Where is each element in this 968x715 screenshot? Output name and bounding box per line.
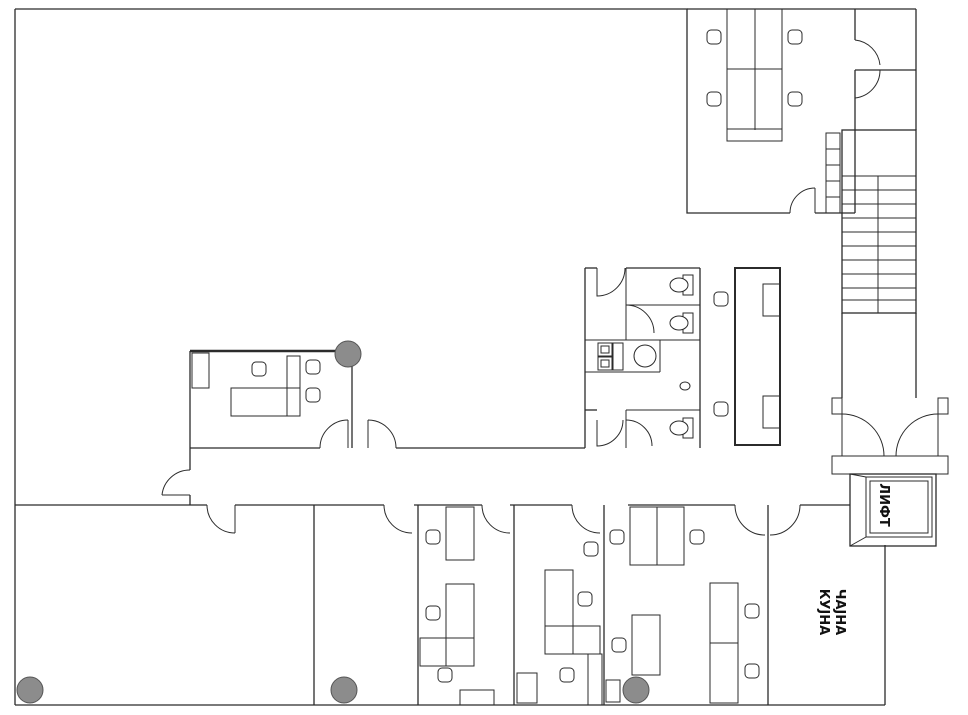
marker-dot-icon: [330, 676, 358, 704]
office-lower-2: [516, 541, 603, 706]
kitchen: ЧАЈНА КУЈНА: [816, 589, 847, 635]
stair-icon: [841, 129, 917, 314]
restrooms: [584, 267, 701, 448]
office-lower-3: [605, 506, 760, 704]
elevator: ЛИФТ: [849, 473, 937, 547]
chair-icon: [706, 29, 803, 107]
chair-icon: [609, 529, 760, 679]
chair-icon: [559, 541, 599, 683]
elevator-label: ЛИФТ: [876, 483, 891, 527]
marker-dot-icon: [622, 676, 650, 704]
marker-dot-icon: [334, 340, 362, 368]
central-counter: [713, 267, 781, 446]
corridor-lower: [15, 504, 850, 536]
marker-dot-icon: [16, 340, 650, 704]
office-lower-1: [419, 506, 495, 706]
lower-room-walls: [313, 505, 769, 705]
desk-cluster: [726, 8, 783, 142]
door-swing-icon: [789, 39, 881, 214]
chair-icon: [425, 529, 453, 683]
marker-dot-icon: [16, 676, 44, 704]
door-swing-icon: [206, 504, 801, 536]
shelf: [825, 132, 841, 214]
kitchen-label-line1: ЧАЈНА: [832, 589, 847, 635]
office-left-small: [161, 349, 585, 505]
stair-lobby: [831, 313, 949, 475]
toilet-icon: [669, 274, 694, 439]
chair-icon: [713, 291, 729, 417]
sink-icon: [597, 342, 657, 371]
chair-icon: [251, 359, 321, 403]
door-swing-icon: [841, 413, 939, 457]
door-swing-icon: [596, 267, 655, 447]
office-top-right: [706, 8, 916, 214]
kitchen-label-line2: КУЈНА: [816, 589, 831, 635]
door-swing-icon: [161, 419, 397, 496]
